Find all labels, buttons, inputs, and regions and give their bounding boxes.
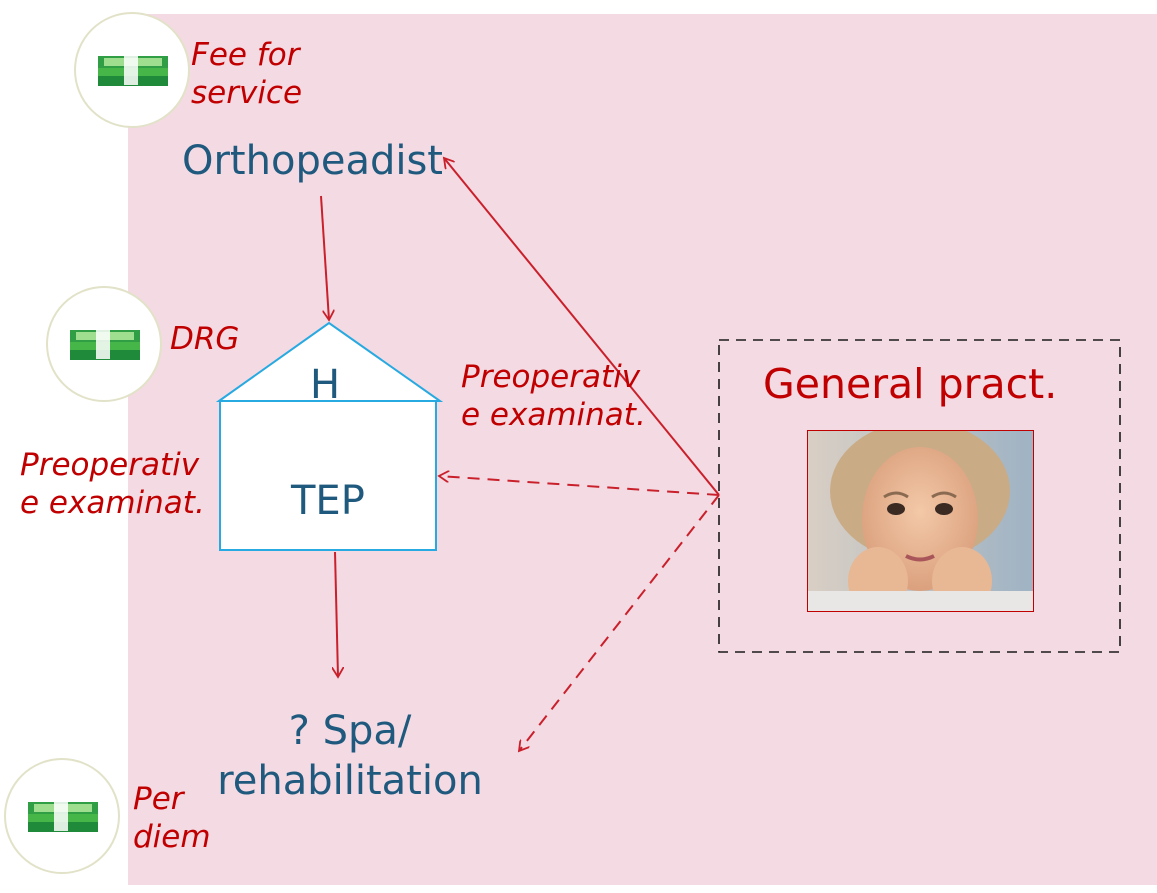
- hospital-procedure-label: TEP: [291, 478, 365, 524]
- drg-label: DRG: [170, 320, 239, 358]
- rehab-label: ? Spa/ rehabilitation: [200, 706, 500, 806]
- preoperative-exam-label-left: Preoperativ e examinat.: [20, 446, 205, 522]
- hospital-body: [220, 401, 436, 550]
- arrow-hospital-to-rehab: [335, 552, 338, 677]
- general-practitioner-label: General pract.: [763, 360, 1057, 408]
- arrow-orthopeadist-to-hospital: [321, 196, 329, 320]
- arrow-gp-to-orthopeadist: [444, 158, 719, 495]
- orthopeadist-label: Orthopeadist: [182, 138, 443, 184]
- preoperative-exam-label-right: Preoperativ e examinat.: [461, 358, 646, 434]
- elderly-woman-photo: [807, 430, 1034, 612]
- fee-for-service-label: Fee for service: [191, 36, 302, 112]
- per-diem-label: Per diem: [133, 780, 211, 856]
- arrow-gp-to-hospital: [439, 476, 719, 495]
- arrow-gp-to-rehab: [519, 495, 719, 751]
- hospital-roof-letter: H: [310, 362, 340, 408]
